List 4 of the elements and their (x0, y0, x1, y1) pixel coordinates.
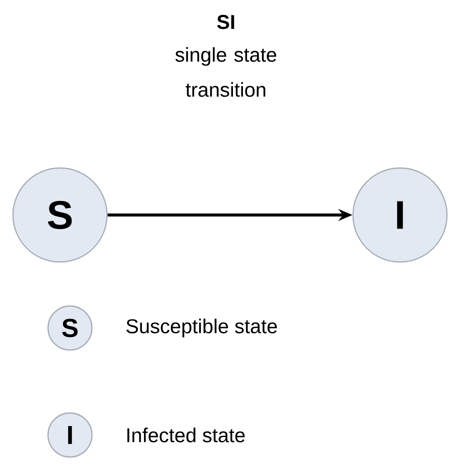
legend-text: Infected state (127, 428, 245, 442)
legend-text: Susceptible state (126, 318, 277, 338)
subtitle: single state transition (175, 47, 276, 97)
title: SI (217, 14, 234, 30)
